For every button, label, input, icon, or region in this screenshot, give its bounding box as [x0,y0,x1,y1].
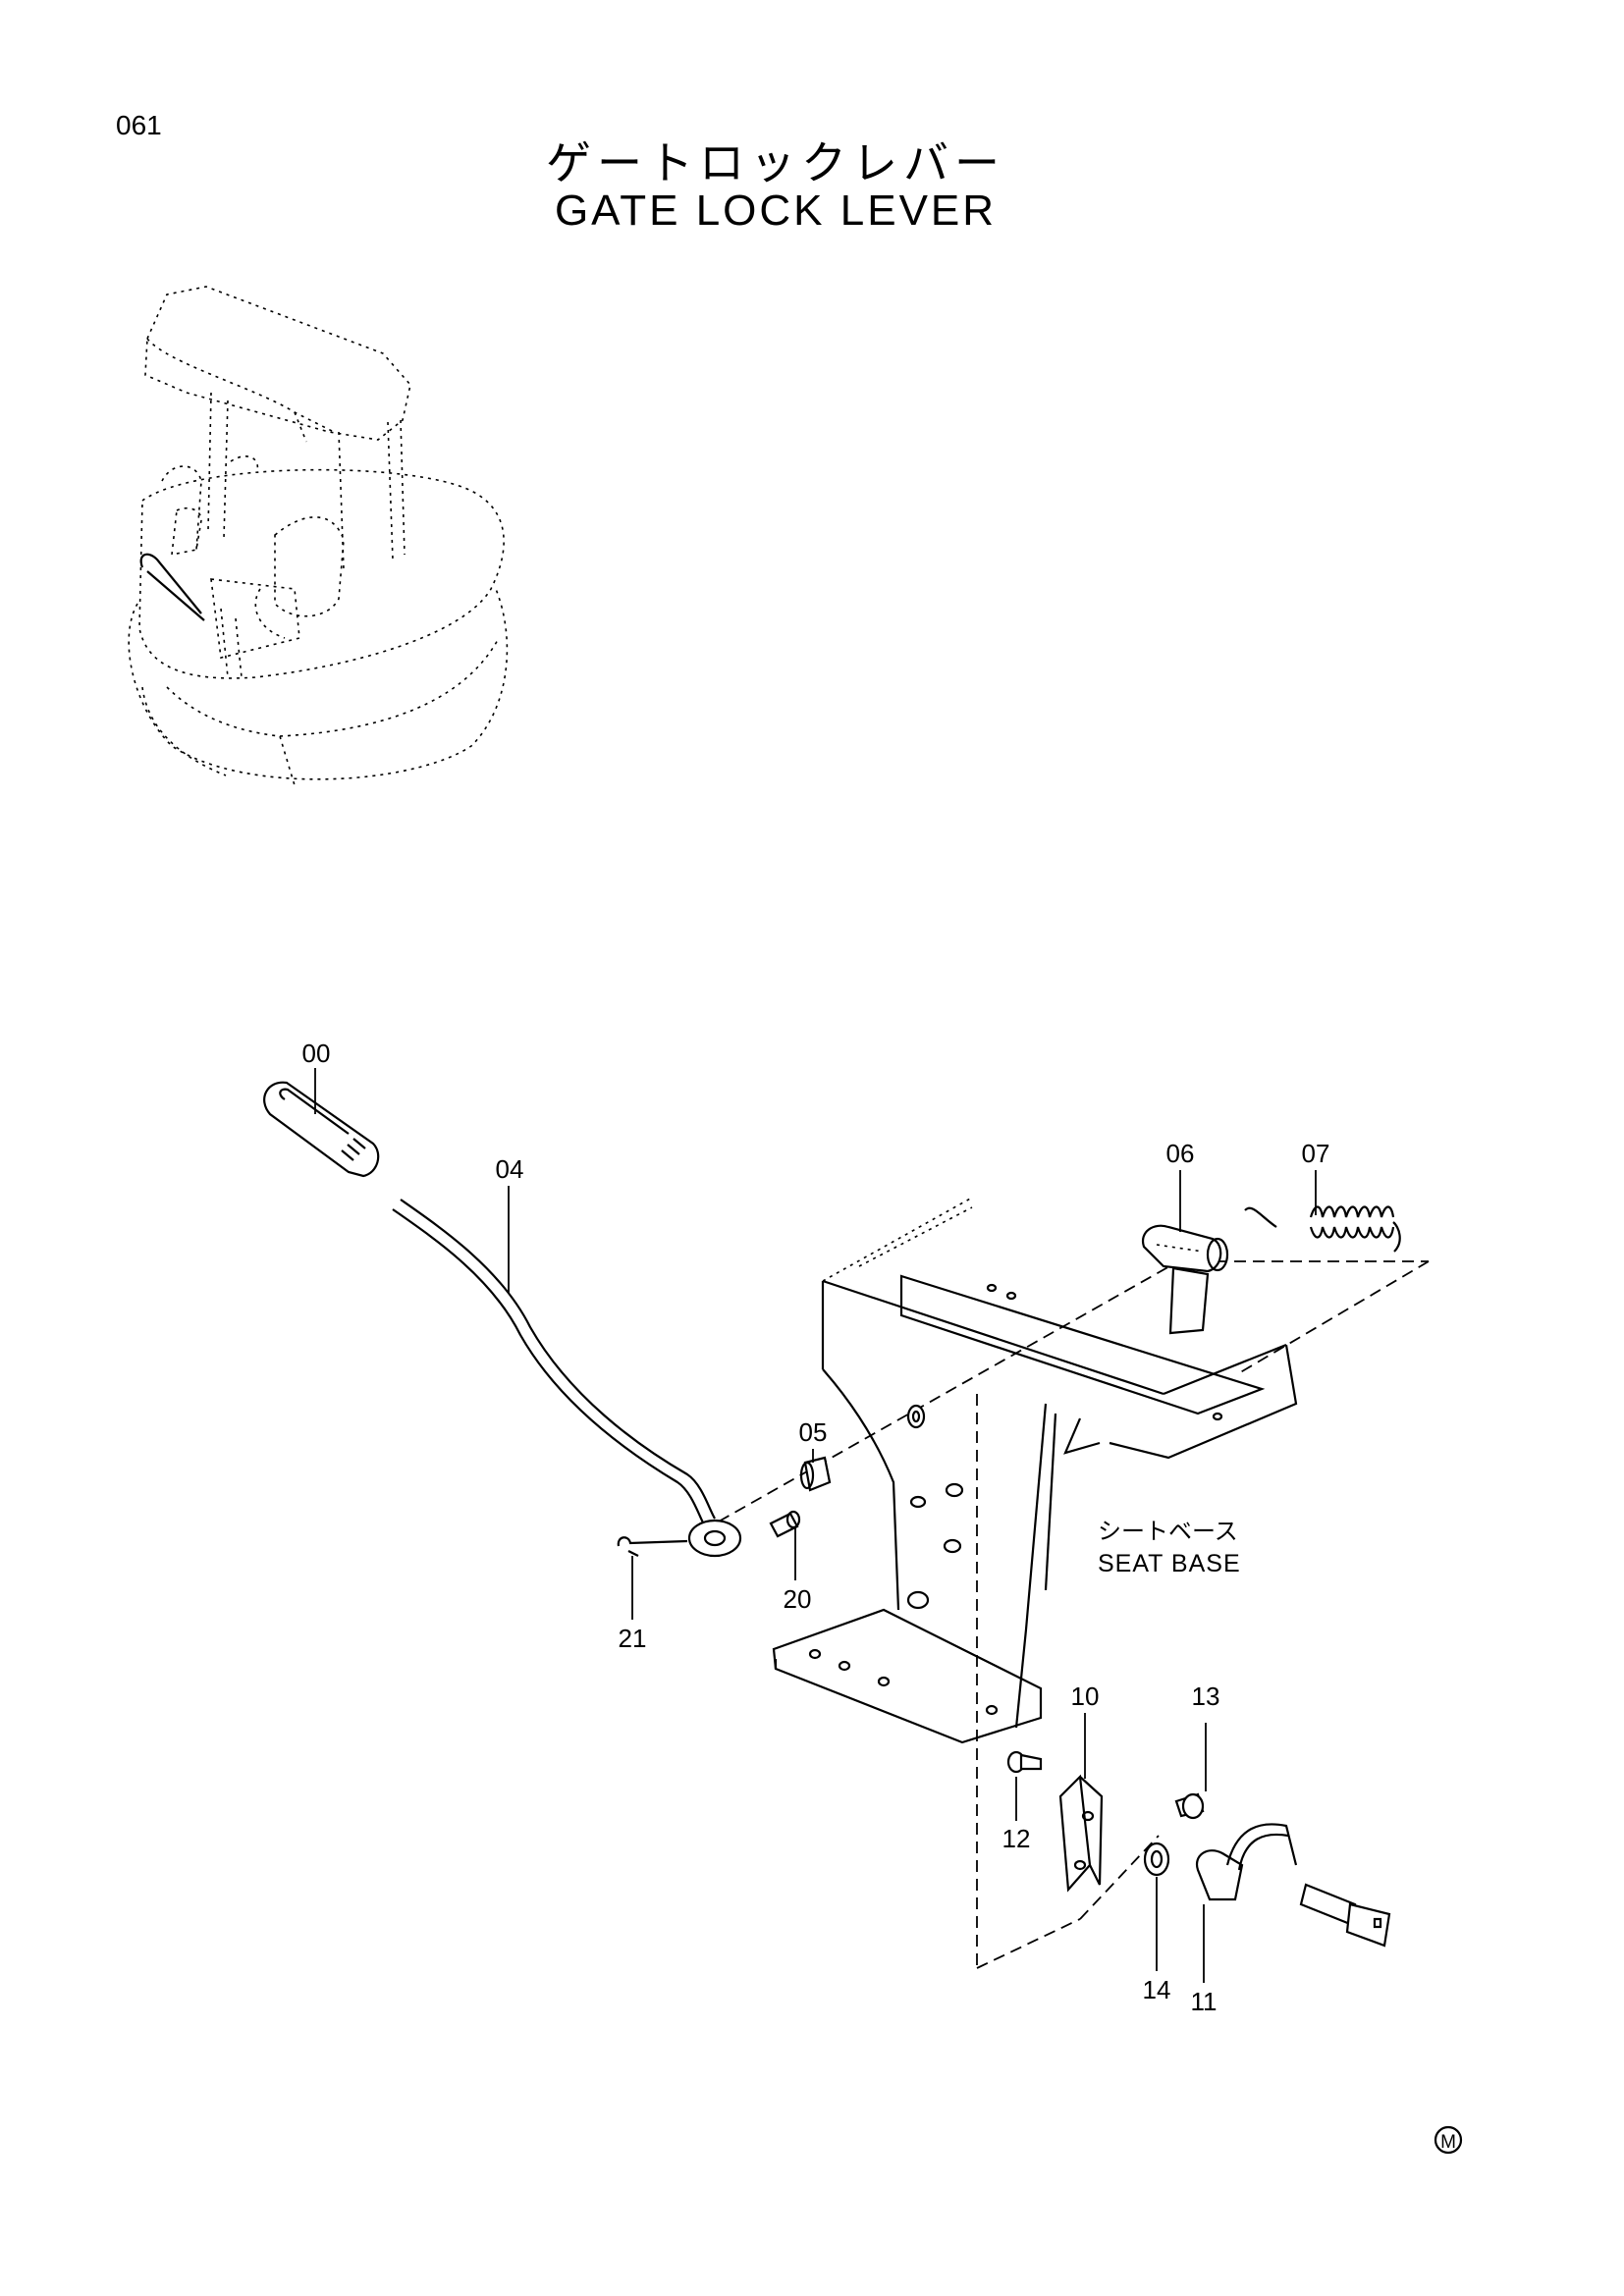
callout-06: 06 [1166,1139,1195,1168]
seat-base-label-en: SEAT BASE [1098,1550,1241,1577]
callout-05: 05 [799,1417,828,1447]
bolt-13 [1174,1792,1205,1820]
callout-14: 14 [1143,1975,1171,2004]
bolt-12 [1006,1750,1043,1774]
switch-11 [1195,1823,1391,1948]
latch-06 [1141,1224,1229,1335]
cotter-pin-21 [617,1536,688,1557]
seat-base-label-jp: シートベース [1098,1519,1238,1545]
callouts: 00 04 05 06 07 20 21 10 13 12 14 11 [302,1039,1330,2016]
title-japanese: ゲートロックレバー [546,136,1005,189]
bushing-05 [799,1404,926,1492]
spring-07 [1244,1205,1401,1253]
page-number: 061 [116,110,162,140]
title-english: GATE LOCK LEVER [554,187,998,235]
machine-overview-illustration [128,286,509,786]
callout-13: 13 [1192,1682,1220,1711]
seat-base-frame [772,1197,1298,1744]
leader-lines [314,1068,1317,1983]
callout-10: 10 [1071,1682,1100,1711]
callout-12: 12 [1002,1824,1031,1853]
washer-14 [1143,1842,1170,1877]
lever-grip-00 [263,1081,380,1178]
callout-20: 20 [784,1584,812,1614]
pin-20 [769,1510,801,1538]
callout-07: 07 [1302,1139,1330,1168]
m-mark-letter: M [1440,2132,1456,2153]
m-mark: M [1434,2125,1463,2155]
lever-rod-04 [392,1199,742,1558]
callout-11: 11 [1191,1987,1218,2016]
bracket-10 [1058,1774,1104,1893]
callout-21: 21 [619,1624,647,1653]
callout-00: 00 [302,1039,331,1068]
callout-04: 04 [496,1154,524,1184]
